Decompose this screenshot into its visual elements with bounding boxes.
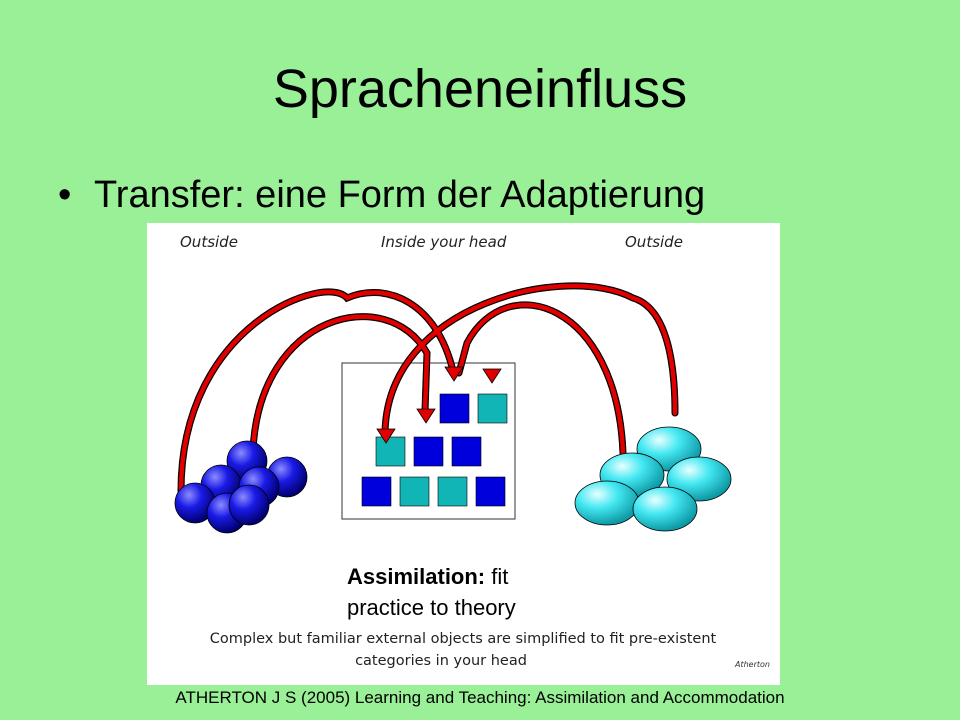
- category-square: [375, 436, 406, 467]
- object-ellipse: [574, 480, 640, 526]
- description-line2: categories in your head: [355, 653, 527, 669]
- arrowhead-icon: [416, 408, 436, 424]
- description-line1: Complex but familiar external objects ar…: [210, 631, 717, 647]
- arrow-left-outer: [178, 289, 456, 494]
- arrow-left-inner: [250, 314, 430, 454]
- category-square: [413, 436, 444, 467]
- object-ball: [228, 484, 270, 526]
- heading-bold: Assimilation:: [347, 564, 485, 589]
- category-square: [451, 436, 482, 467]
- bullet-dot: •: [58, 174, 72, 216]
- label-outside-right: Outside: [625, 233, 683, 251]
- category-square: [437, 476, 468, 507]
- arrowheads: [376, 366, 502, 444]
- assimilation-arrows: [178, 283, 678, 494]
- category-square: [399, 476, 430, 507]
- source-citation: ATHERTON J S (2005) Learning and Teachin…: [175, 688, 785, 707]
- assimilation-heading-line2: practice to theory: [347, 595, 516, 620]
- arrow-right-inner: [456, 302, 626, 456]
- object-ellipse: [666, 456, 732, 502]
- category-square: [439, 393, 470, 424]
- arrowhead-icon: [376, 428, 396, 444]
- object-ellipse: [632, 486, 698, 532]
- slide-title: Spracheneinfluss: [272, 59, 688, 119]
- label-inside-head: Inside your head: [381, 233, 507, 251]
- diagram-canvas: Outside Inside your head Outside: [174, 233, 770, 669]
- label-outside-left: Outside: [180, 233, 238, 251]
- category-square: [475, 476, 506, 507]
- heading-rest: fit: [485, 564, 508, 589]
- category-square: [361, 476, 392, 507]
- arrowhead-icon: [482, 368, 502, 384]
- complex-objects-left: [174, 440, 308, 534]
- bullet-item: • Transfer: eine Form der Adaptierung: [58, 174, 705, 217]
- category-square: [477, 393, 508, 424]
- complex-objects-right: [574, 426, 732, 532]
- assimilation-heading: Assimilation: fit: [347, 564, 508, 589]
- assimilation-diagram: Outside Inside your head Outside: [147, 223, 780, 685]
- artist-signature: Atherton: [734, 660, 770, 669]
- bullet-text: Transfer: eine Form der Adaptierung: [94, 174, 706, 216]
- arrowhead-icon: [444, 366, 464, 382]
- arrow-right-outer: [382, 283, 678, 436]
